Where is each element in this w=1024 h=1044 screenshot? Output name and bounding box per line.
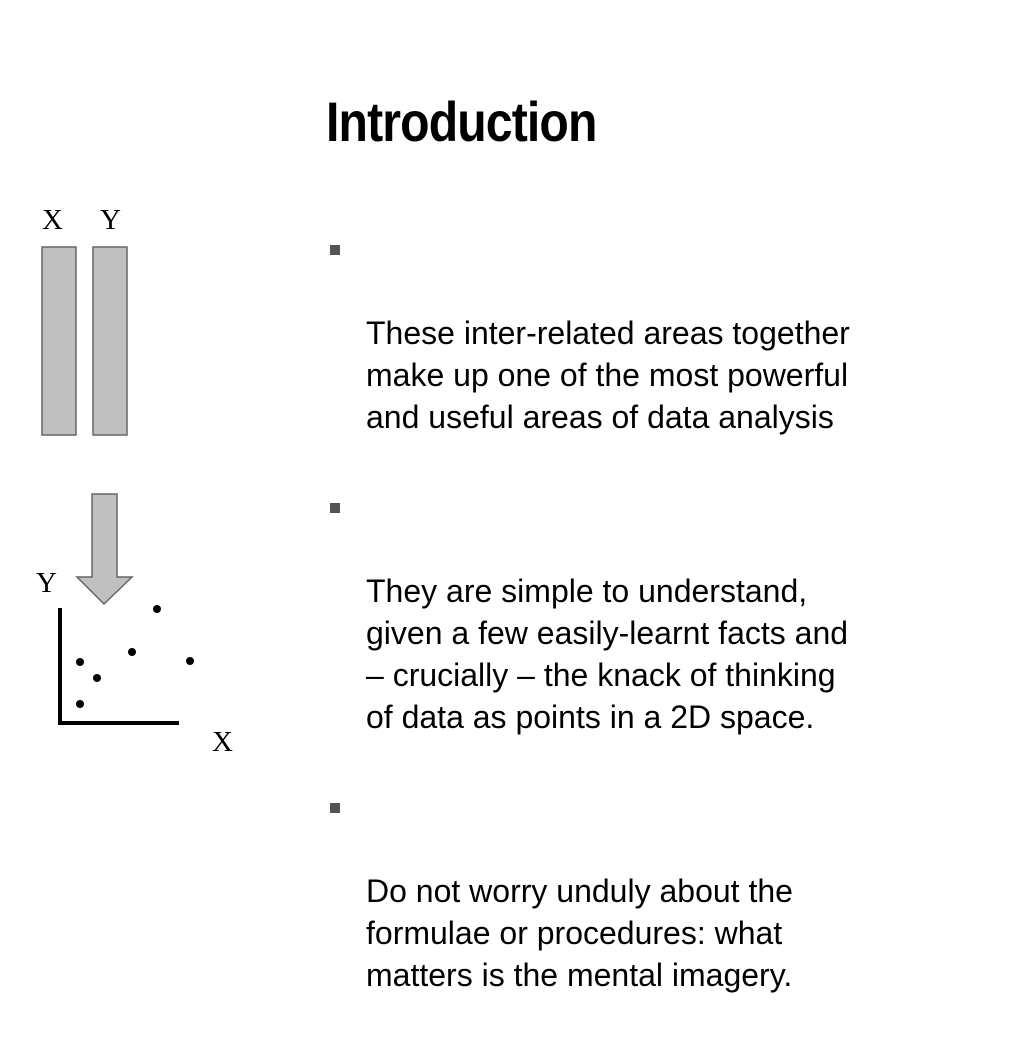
scatter-point [186,657,194,665]
bullet-text: They are simple to understand, given a f… [366,573,849,735]
y-data-column [92,246,128,436]
x-data-column [41,246,77,436]
square-bullet-icon [330,503,340,513]
bullet-list: These inter-related areas together make … [326,228,986,1044]
scatter-point [76,658,84,666]
x-column-label: X [42,204,63,236]
bullet-text: These inter-related areas together make … [366,315,850,435]
bullet-item: They are simple to understand, given a f… [326,486,986,780]
scatter-point [76,700,84,708]
scatter-point [153,605,161,613]
square-bullet-icon [330,803,340,813]
y-axis-label: Y [36,567,57,599]
square-bullet-icon [330,245,340,255]
bullet-item: Do not worry unduly about the formulae o… [326,786,986,1038]
scatter-point [93,674,101,682]
x-axis-label: X [212,726,233,758]
slide-title: Introduction [326,90,597,153]
bullet-text: Do not worry unduly about the formulae o… [366,873,793,993]
y-column-label: Y [100,204,121,236]
down-arrow-icon [75,493,134,606]
scatter-point [128,648,136,656]
bullet-item: These inter-related areas together make … [326,228,986,480]
data-columns-to-scatter-diagram: X Y Y X [36,204,233,758]
